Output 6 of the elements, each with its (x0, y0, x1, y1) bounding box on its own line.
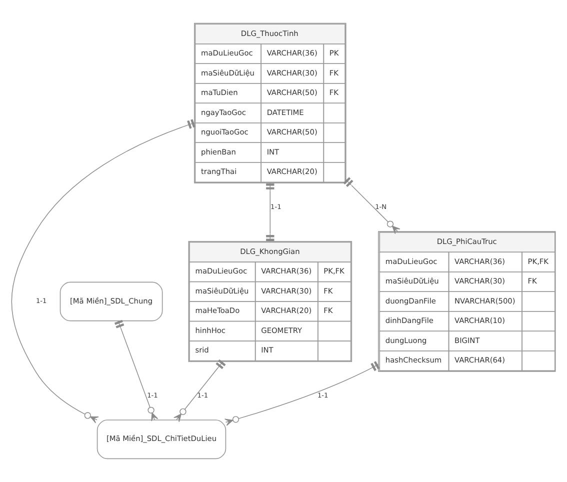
node-box: [Mã Miền]_SDL_Chung (60, 282, 163, 322)
connector (343, 177, 400, 234)
connector (11, 119, 196, 424)
connector (174, 359, 226, 422)
connector (114, 320, 158, 422)
node-box: [Mã Miền]_SDL_ChiTietDuLieu (96, 420, 226, 460)
